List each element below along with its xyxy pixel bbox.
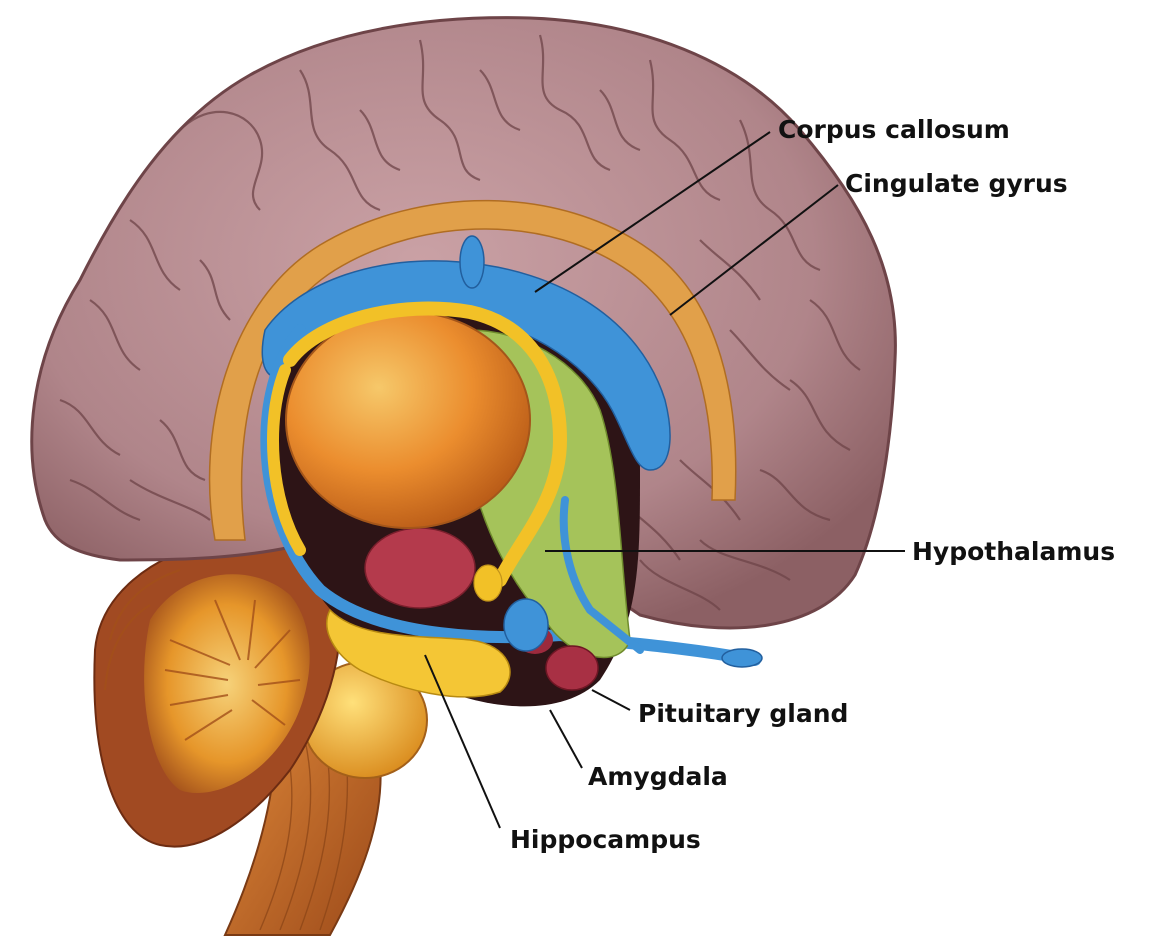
- amygdala-shape: [365, 528, 475, 608]
- leader-pituitary: [592, 690, 630, 710]
- blue-node: [504, 599, 548, 651]
- leader-amygdala: [550, 710, 582, 768]
- fornix-tube-top: [460, 236, 484, 288]
- label-cingulate-gyrus: Cingulate gyrus: [845, 169, 1068, 198]
- label-hippocampus: Hippocampus: [510, 825, 701, 854]
- label-pituitary-gland: Pituitary gland: [638, 699, 848, 728]
- label-amygdala: Amygdala: [588, 762, 728, 791]
- fornix-end: [474, 565, 502, 601]
- blue-arc-tip: [722, 649, 762, 667]
- label-corpus-callosum: Corpus callosum: [778, 115, 1010, 144]
- thalamus: [286, 312, 530, 528]
- label-hypothalamus: Hypothalamus: [912, 537, 1115, 566]
- pituitary-shape: [546, 646, 598, 690]
